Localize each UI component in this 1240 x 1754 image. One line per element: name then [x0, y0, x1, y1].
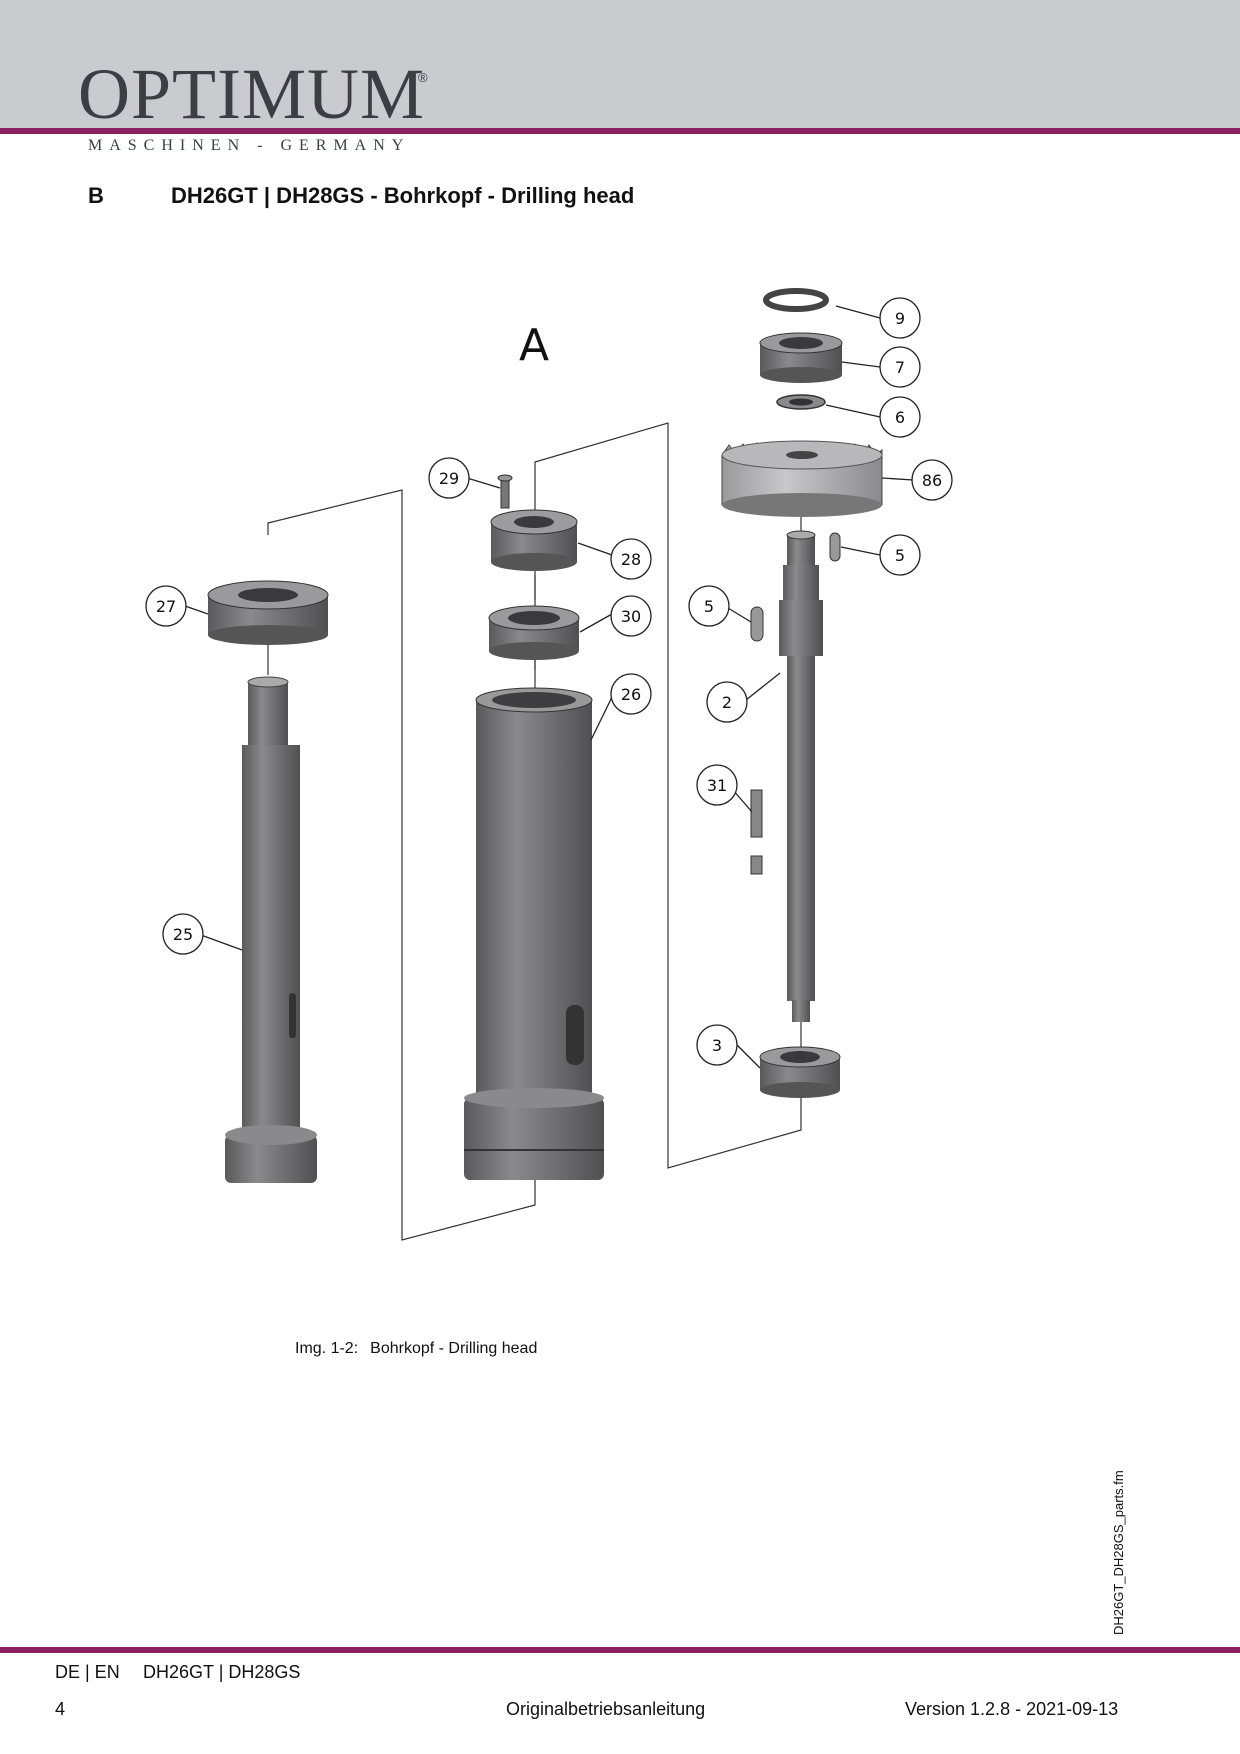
part-bearing-7: [759, 332, 843, 383]
part-circlip-9: [763, 288, 829, 312]
exploded-parts-drawing: A: [145, 288, 953, 1241]
part-bearing-27: [207, 580, 329, 645]
caption-label: Img. 1-2:: [295, 1340, 359, 1357]
part-flange-28: [490, 509, 578, 571]
callout-5-upper: 5: [879, 534, 921, 576]
callout-label: 31: [707, 776, 727, 795]
callout-label: 26: [621, 685, 641, 704]
callout-5-lower: 5: [688, 585, 730, 627]
callout-9: 9: [879, 297, 921, 339]
footer-version: Version 1.2.8 - 2021-09-13: [905, 1699, 1119, 1719]
part-spindle-2: [779, 530, 823, 1022]
section-title: DH26GT | DH28GS - Bohrkopf - Drilling he…: [171, 183, 635, 208]
callout-label: 5: [895, 546, 905, 565]
part-washer-6: [776, 394, 826, 410]
header-band: [0, 0, 1240, 130]
callout-label: 5: [704, 597, 714, 616]
part-key-5-lower: [750, 606, 764, 642]
callouts: 9 7 6 86 29 28 5 27 30 5 26 2 31 25 3: [145, 297, 953, 1066]
callout-label: 25: [173, 925, 193, 944]
caption-text: Bohrkopf - Drilling head: [370, 1340, 538, 1357]
figure-caption: Img. 1-2: Bohrkopf - Drilling head: [295, 1340, 537, 1358]
callout-label: 6: [895, 408, 905, 427]
callout-25: 25: [162, 913, 204, 955]
callout-2: 2: [706, 681, 748, 723]
part-key-31: [750, 789, 763, 875]
callout-29: 29: [428, 457, 470, 499]
callout-label: 9: [895, 309, 905, 328]
brand-tagline: MASCHINEN - GERMANY: [88, 137, 411, 154]
callout-label: 7: [895, 358, 905, 377]
callout-label: 30: [621, 607, 641, 626]
footer-model: DH26GT | DH28GS: [143, 1662, 301, 1682]
callout-label: 29: [439, 469, 459, 488]
brand-logo: OPTIMUM: [78, 54, 426, 134]
page-number: 4: [55, 1699, 66, 1719]
view-label: A: [519, 320, 549, 371]
callout-3: 3: [696, 1024, 738, 1066]
side-filename: DH26GT_DH28GS_parts.fm: [1111, 1470, 1126, 1635]
callout-7: 7: [879, 346, 921, 388]
callout-26: 26: [610, 673, 652, 715]
registered-mark: ®: [418, 70, 428, 85]
callout-28: 28: [610, 538, 652, 580]
part-screw-29: [497, 474, 513, 509]
footer-language: DE | EN: [55, 1662, 120, 1682]
leader-lines: [184, 305, 914, 1069]
section-letter: B: [88, 183, 104, 208]
footer-document-title: Originalbetriebsanleitung: [506, 1699, 706, 1719]
callout-label: 86: [922, 471, 942, 490]
header-divider: [0, 128, 1240, 134]
callout-31: 31: [696, 764, 738, 806]
callout-27: 27: [145, 585, 187, 627]
part-shaft-25: [225, 676, 317, 1183]
callout-label: 27: [156, 597, 176, 616]
callout-6: 6: [879, 396, 921, 438]
callout-label: 3: [712, 1036, 722, 1055]
part-bearing-30: [488, 605, 580, 660]
callout-label: 2: [722, 693, 732, 712]
part-bearing-3: [759, 1046, 841, 1098]
footer-divider: [0, 1647, 1240, 1653]
callout-label: 28: [621, 550, 641, 569]
part-key-5-upper: [829, 532, 841, 562]
callout-30: 30: [610, 595, 652, 637]
part-gear-86: [721, 440, 883, 517]
callout-86: 86: [911, 459, 953, 501]
part-sleeve-26: [464, 687, 604, 1180]
